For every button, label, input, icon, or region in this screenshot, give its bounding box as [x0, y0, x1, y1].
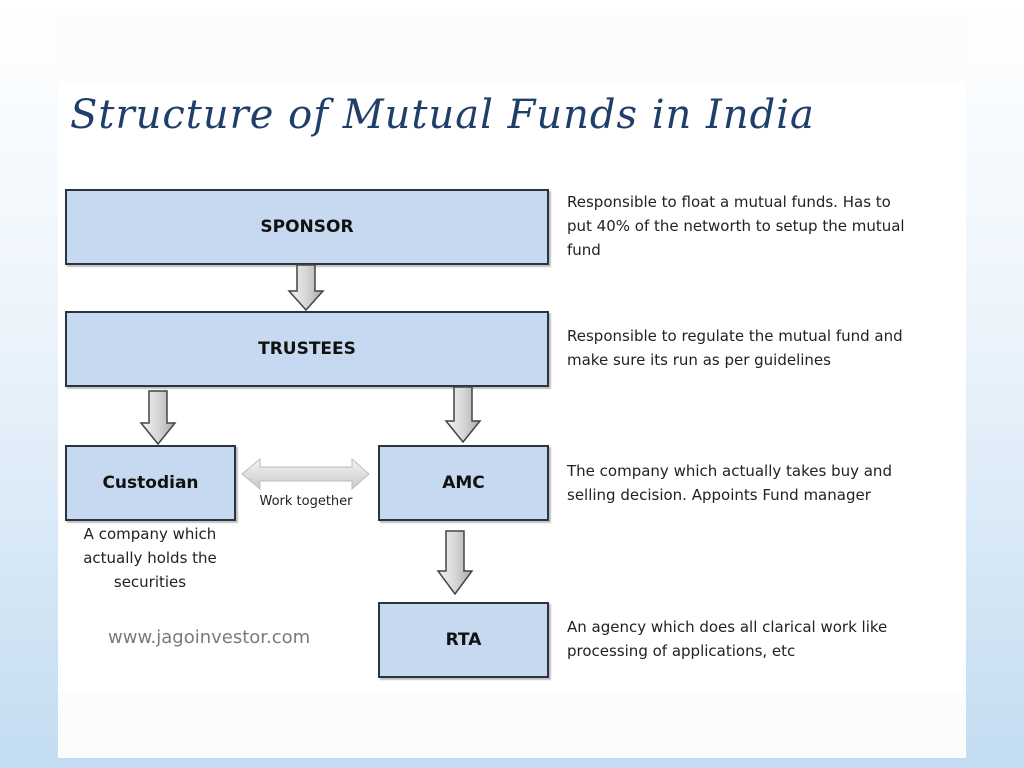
- amc-box: AMC: [378, 445, 549, 521]
- amc-description: The company which actually takes buy and…: [567, 459, 892, 507]
- description-line: selling decision. Appoints Fund manager: [567, 486, 871, 504]
- custodian-box: Custodian: [65, 445, 236, 521]
- note-line: actually holds the: [83, 549, 217, 567]
- watermark-url: www.jagoinvestor.com: [108, 627, 311, 648]
- trustees-label: TRUSTEES: [258, 339, 356, 359]
- sponsor-box: SPONSOR: [65, 189, 549, 265]
- description-line: fund: [567, 241, 601, 259]
- description-line: Responsible to regulate the mutual fund …: [567, 327, 903, 345]
- description-line: An agency which does all clarical work l…: [567, 618, 888, 636]
- arrow-amc-to-rta: [436, 530, 474, 596]
- rta-label: RTA: [445, 630, 482, 650]
- description-line: The company which actually takes buy and: [567, 462, 892, 480]
- sponsor-description: Responsible to float a mutual funds. Has…: [567, 190, 905, 262]
- trustees-description: Responsible to regulate the mutual fund …: [567, 324, 903, 372]
- double-arrow-icon: [241, 457, 370, 491]
- amc-label: AMC: [442, 473, 485, 493]
- arrow-trustees-to-custodian: [139, 390, 177, 446]
- arrow-sponsor-to-trustees: [287, 264, 325, 312]
- rta-description: An agency which does all clarical work l…: [567, 615, 887, 663]
- note-line: securities: [113, 573, 187, 591]
- custodian-note: A company which actually holds the secur…: [60, 522, 240, 594]
- custodian-label: Custodian: [102, 473, 199, 493]
- diagram-title: Structure of Mutual Funds in India: [70, 92, 815, 138]
- arrow-trustees-to-amc: [444, 386, 482, 444]
- description-line: processing of applications, etc: [567, 642, 796, 660]
- diagram-canvas: [58, 82, 966, 692]
- description-line: make sure its run as per guidelines: [567, 351, 831, 369]
- note-line: A company which: [83, 525, 217, 543]
- trustees-box: TRUSTEES: [65, 311, 549, 387]
- description-line: put 40% of the networth to setup the mut…: [567, 217, 905, 235]
- work-together-label: Work together: [259, 494, 353, 509]
- description-line: Responsible to float a mutual funds. Has…: [567, 193, 891, 211]
- rta-box: RTA: [378, 602, 549, 678]
- sponsor-label: SPONSOR: [260, 217, 354, 237]
